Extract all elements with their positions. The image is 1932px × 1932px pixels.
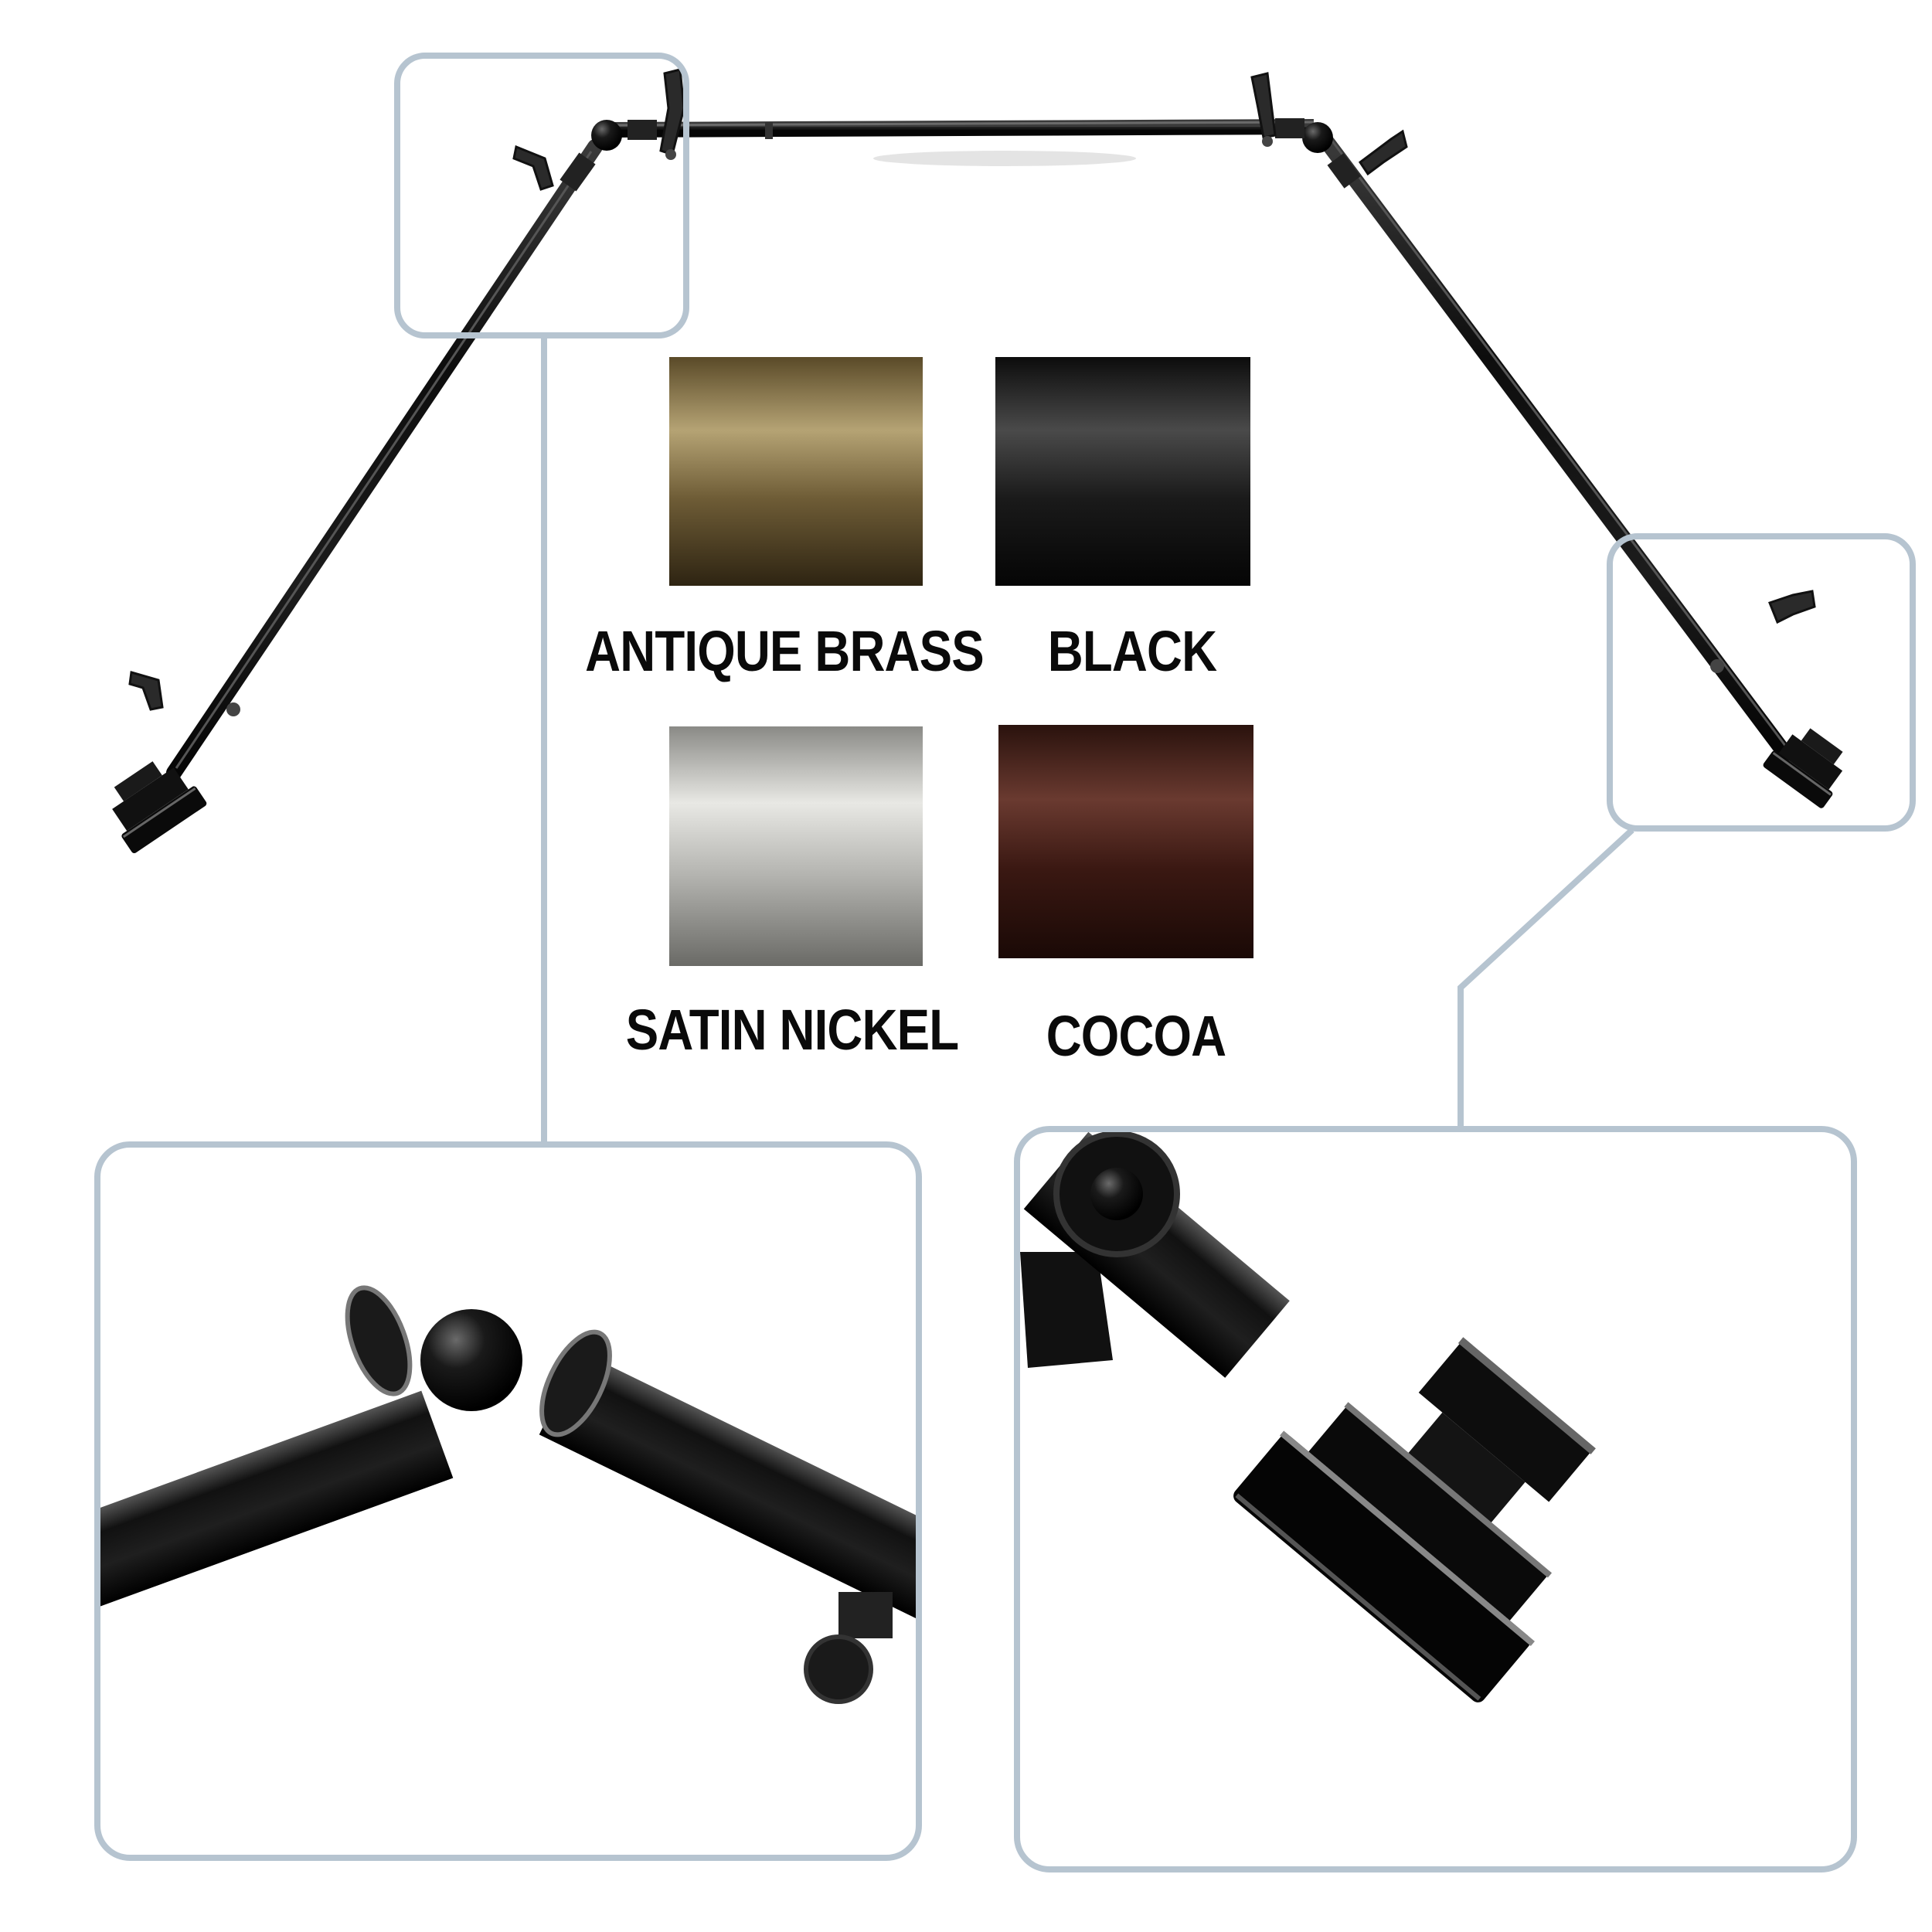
callout-frames	[394, 53, 1916, 1142]
right-highlight-frame	[1607, 533, 1916, 832]
elbow-detail-frame	[94, 1141, 922, 1861]
finish-label-antique-brass: ANTIQUE BRASS	[585, 619, 985, 683]
right-connector-line	[1458, 828, 1634, 1128]
bay-window-rod	[112, 68, 1843, 854]
swatch-satin-nickel	[669, 726, 923, 966]
finish-label-black: BLACK	[1047, 619, 1217, 683]
swatch-black	[995, 357, 1250, 586]
finish-label-cocoa: COCOA	[1046, 1004, 1226, 1068]
finish-swatches	[669, 357, 1253, 966]
swatch-antique-brass	[669, 357, 923, 586]
swatch-cocoa	[998, 725, 1253, 958]
elbow-detail-photo	[94, 1141, 922, 1861]
top-left-highlight-frame	[394, 53, 689, 338]
finish-label-satin-nickel: SATIN NICKEL	[625, 998, 959, 1062]
finial-detail-photo	[1014, 1126, 1857, 1872]
finial-detail-frame	[1014, 1126, 1857, 1872]
